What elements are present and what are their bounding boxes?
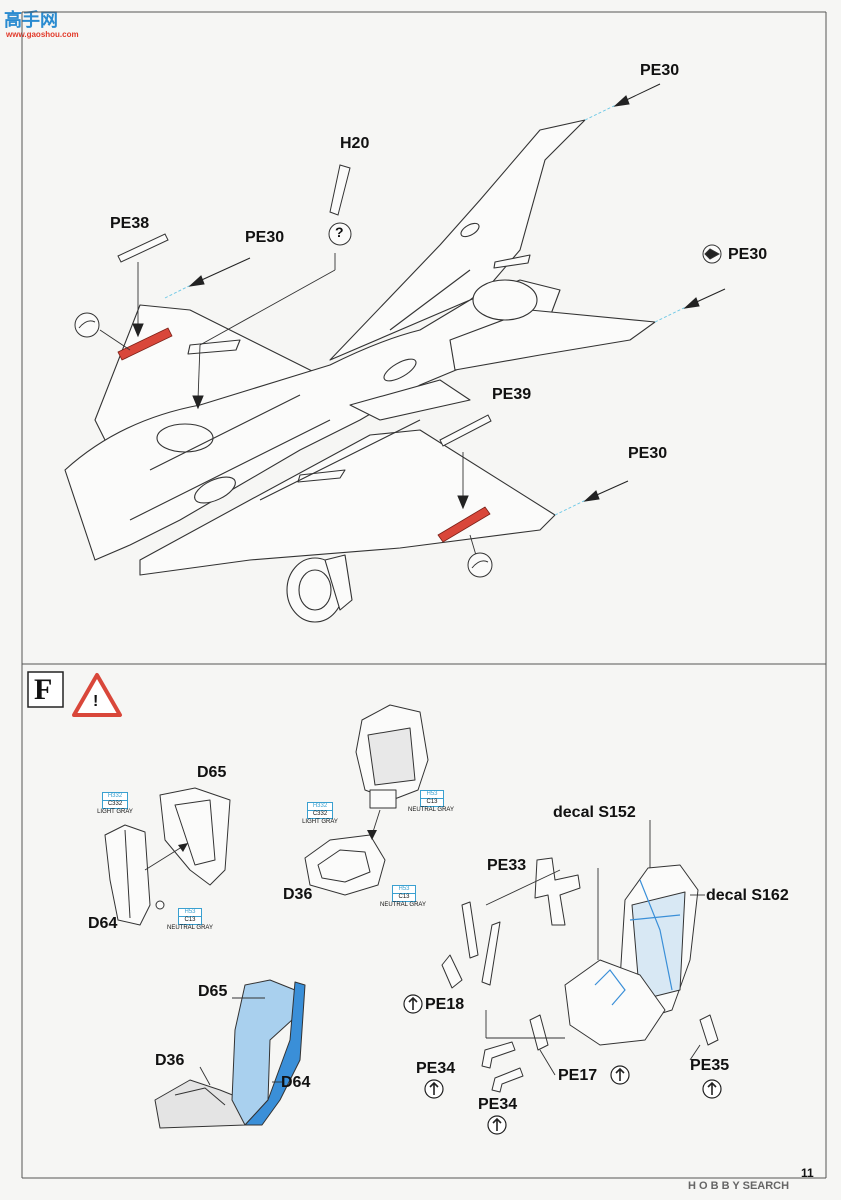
color-callout-2: H53 C13 NEUTRAL GRAY	[160, 908, 220, 932]
label-decal-s162: decal S162	[706, 887, 789, 904]
color-code-top: H332	[103, 793, 127, 801]
label-question: ?	[335, 224, 344, 240]
color-name: LIGHT GRAY	[302, 819, 338, 825]
lower-leader-lines	[144, 809, 705, 1086]
color-name: LIGHT GRAY	[97, 809, 133, 815]
label-pe18: PE18	[425, 996, 465, 1013]
arrows	[132, 83, 726, 510]
watermark-url: www.gaoshou.com	[6, 30, 79, 39]
label-pe38: PE38	[110, 215, 150, 232]
label-pe30-right: PE30	[728, 246, 768, 263]
color-code-top: H53	[179, 909, 201, 917]
lower-arrows	[178, 830, 377, 852]
label-pe30-left: PE30	[245, 229, 285, 246]
color-code-mid: C13	[184, 917, 196, 923]
label-decal-s152: decal S152	[553, 804, 636, 821]
label-pe30-top: PE30	[640, 62, 680, 79]
aircraft-drawing	[64, 119, 656, 623]
color-code-top: H332	[308, 803, 332, 811]
label-d65-b: D65	[198, 983, 228, 1000]
bend-symbol-2	[467, 552, 493, 578]
label-d36-a: D36	[283, 886, 313, 903]
section-f-letter: F	[34, 673, 53, 706]
color-code-top: H53	[421, 791, 443, 799]
label-pe30-mid: PE30	[628, 445, 668, 462]
color-code-top: H53	[393, 886, 415, 894]
label-pe17: PE17	[558, 1067, 598, 1084]
pe38-red-part	[117, 327, 173, 361]
color-callout-5: H53 C13 NEUTRAL GRAY	[372, 885, 434, 909]
label-h20: H20	[340, 135, 370, 152]
color-callout-4: H53 C13 NEUTRAL GRAY	[400, 790, 462, 814]
pe38-part	[117, 233, 169, 263]
seat-parts	[104, 704, 719, 1093]
small-parts	[74, 164, 722, 578]
pe39-red-part	[437, 506, 491, 543]
leader-lines	[99, 253, 479, 563]
color-callout-3: H332 C332 LIGHT GRAY	[297, 802, 343, 826]
label-pe33: PE33	[487, 857, 527, 874]
label-d36-b: D36	[155, 1052, 185, 1069]
color-name: NEUTRAL GRAY	[166, 925, 213, 931]
label-pe34-b: PE34	[478, 1096, 518, 1113]
color-callout-1: H332 C332 LIGHT GRAY	[92, 792, 138, 816]
color-name: NEUTRAL GRAY	[379, 902, 426, 908]
label-d65-a: D65	[197, 764, 227, 781]
warning-triangle	[72, 673, 122, 717]
bottom-watermark: H O B B Y SEARCH	[688, 1180, 790, 1192]
page-frame	[21, 11, 827, 1179]
color-code-mid: C13	[398, 894, 410, 900]
color-code-mid: C332	[312, 811, 328, 817]
bend-symbol-1	[74, 312, 100, 338]
up-arrow-glyphs	[408, 996, 717, 1131]
label-pe35: PE35	[690, 1057, 730, 1074]
h20-part	[329, 164, 351, 216]
label-pe34-a: PE34	[416, 1060, 456, 1077]
seat-blue-details	[594, 879, 681, 1006]
warning-exclamation: !	[93, 693, 99, 710]
label-pe39: PE39	[492, 386, 532, 403]
color-code-mid: C13	[426, 799, 438, 805]
page-number: 11	[801, 1166, 814, 1180]
color-code-mid: C332	[107, 801, 123, 807]
watermark-logo: 高手网	[4, 10, 58, 31]
question-circle	[328, 222, 352, 246]
section-f-box	[27, 671, 64, 708]
color-name: NEUTRAL GRAY	[407, 807, 454, 813]
label-d64-b: D64	[281, 1074, 311, 1091]
label-d64-a: D64	[88, 915, 118, 932]
assembled-seat-view	[154, 979, 306, 1129]
pe39-part	[439, 414, 492, 447]
top-watermark: 高手网 www.gaoshou.com	[4, 6, 79, 40]
